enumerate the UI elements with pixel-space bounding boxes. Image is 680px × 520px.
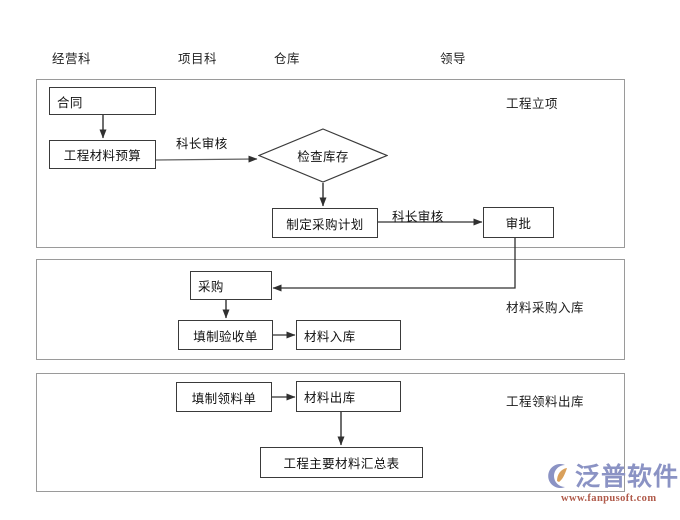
edge-label-section-chief-review-2: 科长审核 (392, 209, 444, 224)
lane-label-0: 工程立项 (506, 96, 559, 111)
node-summary-table[interactable]: 工程主要材料汇总表 (260, 447, 423, 478)
node-material-budget[interactable]: 工程材料预算 (49, 140, 156, 169)
lane-label-2: 工程领料出库 (506, 394, 585, 409)
node-purchase-plan[interactable]: 制定采购计划 (272, 208, 378, 238)
watermark-brand-row: 泛普软件 (545, 462, 679, 490)
column-header-3: 领导 (440, 51, 467, 66)
node-requisition-form[interactable]: 填制领料单 (176, 382, 272, 412)
node-material-in[interactable]: 材料入库 (296, 320, 401, 350)
column-header-0: 经营科 (52, 51, 92, 66)
watermark: 泛普软件 www.fanpusoft.com (545, 462, 679, 504)
watermark-brand-text: 泛普软件 (575, 461, 680, 491)
column-header-1: 项目科 (178, 51, 218, 66)
node-material-out[interactable]: 材料出库 (296, 381, 401, 412)
decision-check-stock[interactable]: 检查库存 (258, 128, 388, 183)
lane-label-1: 材料采购入库 (506, 300, 585, 315)
column-header-2: 仓库 (274, 51, 301, 66)
watermark-url: www.fanpusoft.com (561, 493, 657, 504)
edge-label-section-chief-review-1: 科长审核 (176, 136, 228, 151)
node-purchasing[interactable]: 采购 (190, 271, 272, 300)
decision-label-check-stock: 检查库存 (297, 149, 349, 164)
decision-shape-check-stock (258, 128, 388, 183)
fanpu-logo-icon (548, 464, 567, 488)
node-approval[interactable]: 审批 (483, 207, 554, 238)
node-acceptance-form[interactable]: 填制验收单 (178, 320, 273, 350)
node-contract[interactable]: 合同 (49, 87, 156, 115)
